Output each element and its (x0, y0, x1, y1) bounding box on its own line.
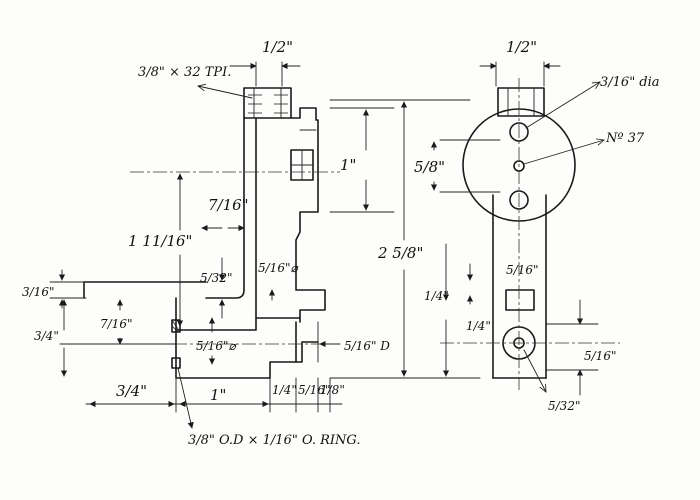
thread-note: 3/8" × 32 TPI. (138, 65, 231, 80)
side-top-boss (497, 87, 545, 117)
side-view (440, 78, 620, 390)
dim-seven-sixteenths-b: 7/16" (100, 317, 132, 331)
dim-side-five-sixteenths: 5/16" (506, 263, 538, 277)
dim-five-eighths: 5/8" (414, 158, 445, 176)
dim-side-five-sixteenths-r: 5/16" (584, 349, 616, 363)
dim-two-five-eighths: 2 5/8" (377, 244, 423, 262)
column-outline (205, 117, 245, 299)
dim-five-sixteenths-d: 5/16" D (344, 339, 390, 353)
dim-side-five-thirtyseconds: 5/32" (548, 399, 580, 413)
dim-one-eleven-sixteenths: 1 11/16" (128, 232, 192, 250)
dim-one-inch-v: 1" (340, 156, 356, 174)
dim-side-quarter-b: 1/4" (466, 319, 491, 333)
dim-five-sixteenths-dia-b: 5/16"⌀ (196, 339, 237, 353)
dim-three-quarter-h: 3/4" (116, 382, 147, 400)
dim-top-half: 1/2" (262, 38, 293, 56)
dimension-labels: 1/2" 3/8" × 32 TPI. 1" 5/8" 2 5/8" 7/16"… (22, 38, 660, 448)
dim-quarter-h: 1/4" (272, 383, 297, 397)
dim-five-thirtyseconds: 5/32" (200, 271, 232, 285)
side-slot (505, 289, 535, 311)
oring-note: 3/8" O.D × 1/16" O. RING. (188, 433, 360, 448)
dim-one-eighth-h: 1/8" (320, 383, 345, 397)
thread-boss (243, 87, 292, 119)
dim-three-quarter-v: 3/4" (34, 329, 59, 343)
dim-side-half: 1/2" (506, 38, 537, 56)
drill-number: Nº 37 (605, 131, 645, 146)
right-profile (290, 107, 326, 323)
dim-five-sixteenths-dia: 5/16"⌀ (258, 261, 299, 275)
dim-five-sixteenths-h: 5/16" (298, 383, 330, 397)
dim-side-quarter: 1/4" (424, 289, 449, 303)
dim-seven-sixteenths: 7/16" (208, 196, 249, 214)
dimension-lines (49, 61, 604, 429)
dim-three-sixteenths: 3/16" (22, 285, 54, 299)
dia-note: 3/16" dia (600, 75, 660, 90)
hole-bottom (509, 190, 529, 210)
dim-one-inch-h: 1" (210, 386, 226, 404)
front-view (83, 87, 340, 379)
